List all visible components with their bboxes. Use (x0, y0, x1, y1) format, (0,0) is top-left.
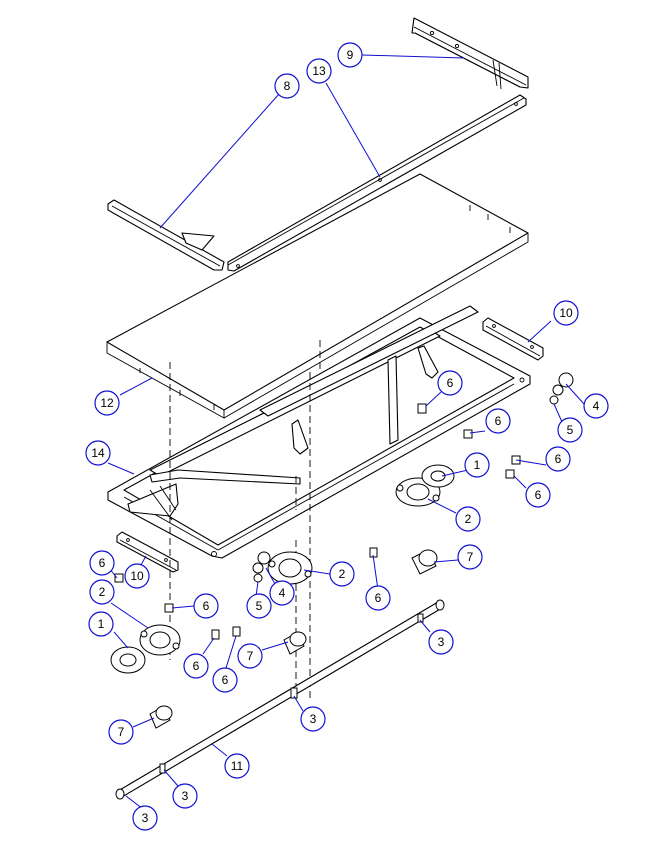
callout-label: 1 (474, 458, 481, 472)
callout-4-b: 4 (269, 580, 295, 606)
callout-label: 3 (182, 789, 189, 803)
part-bearing-right (395, 464, 455, 507)
callout-3-b: 3 (300, 706, 326, 732)
part-bar-10-upper (482, 317, 544, 361)
callout-6-d: 6 (525, 482, 551, 508)
part-bearing-left (110, 624, 181, 674)
callout-8: 8 (274, 73, 300, 99)
callout-1-b: 1 (88, 611, 114, 637)
part-panel-12 (106, 173, 529, 419)
callout-label: 6 (222, 673, 229, 687)
callout-14: 14 (85, 440, 111, 466)
callout-label: 3 (310, 712, 317, 726)
callout-9: 9 (337, 42, 363, 68)
callout-3-c: 3 (172, 783, 198, 809)
callout-6-g: 6 (193, 593, 219, 619)
callout-label: 3 (438, 635, 445, 649)
part-bearing-center (267, 551, 313, 585)
callout-label: 7 (247, 649, 254, 663)
callout-label: 5 (567, 423, 574, 437)
callout-7-a: 7 (457, 544, 483, 570)
part-shaft-11 (115, 599, 445, 800)
callout-label: 6 (193, 659, 200, 673)
callout-6-i: 6 (212, 667, 238, 693)
callout-11: 11 (224, 753, 250, 779)
part-bracket-9 (411, 17, 529, 90)
callout-label: 6 (535, 488, 542, 502)
callout-label: 6 (555, 452, 562, 466)
callout-label: 11 (231, 759, 244, 773)
callout-label: 2 (99, 585, 106, 599)
callout-7-b: 7 (237, 643, 263, 669)
callout-label: 7 (118, 725, 125, 739)
callout-label: 5 (256, 599, 263, 613)
part-frame-14 (107, 305, 531, 559)
callout-10-lower: 10 (124, 563, 150, 589)
callout-label: 7 (467, 550, 474, 564)
callout-10-upper: 10 (553, 300, 579, 326)
callout-13: 13 (306, 58, 332, 84)
part-bar-10-lower (116, 531, 179, 573)
part-spacer-left (149, 705, 173, 729)
callout-3-a: 3 (428, 629, 454, 655)
callout-label: 4 (279, 586, 286, 600)
part-adjuster-right (549, 372, 574, 405)
callout-label: 6 (99, 556, 106, 570)
part-bracket-8 (107, 199, 225, 271)
callout-label: 12 (100, 396, 114, 410)
callout-label: 6 (495, 414, 502, 428)
callout-2-a: 2 (455, 506, 481, 532)
callout-12: 12 (94, 390, 120, 416)
part-adjuster-center (252, 551, 271, 583)
callout-6-a: 6 (437, 370, 463, 396)
callout-3-d: 3 (132, 805, 158, 831)
callout-label: 2 (339, 567, 346, 581)
callout-label: 10 (559, 306, 573, 320)
callout-5-b: 5 (246, 593, 272, 619)
callout-2-b: 2 (329, 561, 355, 587)
callout-6-f: 6 (365, 585, 391, 611)
callout-2-c: 2 (89, 579, 115, 605)
callout-label: 6 (375, 591, 382, 605)
callout-label: 1 (98, 617, 105, 631)
callout-6-h: 6 (183, 653, 209, 679)
callout-6-e: 6 (89, 550, 115, 576)
callout-label: 10 (130, 569, 144, 583)
callout-6-b: 6 (485, 408, 511, 434)
callout-6-c: 6 (545, 446, 571, 472)
callout-4-a: 4 (583, 393, 609, 419)
callout-7-c: 7 (108, 719, 134, 745)
callout-label: 14 (91, 446, 105, 460)
callout-label: 6 (447, 376, 454, 390)
callout-label: 8 (284, 79, 291, 93)
callout-label: 4 (593, 399, 600, 413)
part-spacer-right (411, 549, 438, 575)
callout-label: 13 (312, 64, 326, 78)
callout-label: 3 (142, 811, 149, 825)
callout-label: 6 (203, 599, 210, 613)
leader-lines (107, 54, 585, 810)
callout-5-a: 5 (557, 417, 583, 443)
callout-label: 9 (347, 48, 354, 62)
part-rail-13 (227, 94, 527, 272)
part-spacer-center (283, 631, 307, 655)
callout-1-a: 1 (464, 452, 490, 478)
callout-label: 2 (465, 512, 472, 526)
